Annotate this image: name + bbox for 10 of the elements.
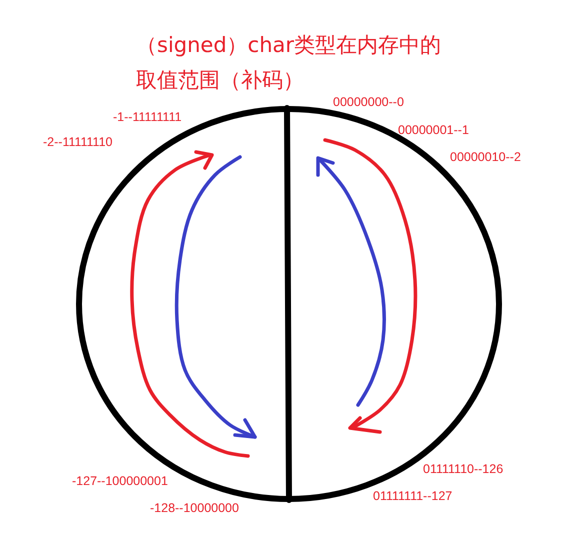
value-label: 01111111--127	[373, 490, 452, 502]
value-label: -1--11111111	[113, 111, 182, 124]
value-label: 01111110--126	[423, 463, 504, 476]
title: （signed）char类型在内存中的取值范围（补码）	[136, 32, 442, 94]
value-label: -2--11111110	[43, 136, 112, 148]
value-label: 00000000--0	[333, 96, 404, 108]
value-label: -127--100000001	[72, 475, 168, 488]
value-label: -128--10000000	[150, 502, 239, 514]
value-label: 00000001--1	[398, 124, 469, 136]
value-label: 00000010--2	[450, 151, 521, 164]
